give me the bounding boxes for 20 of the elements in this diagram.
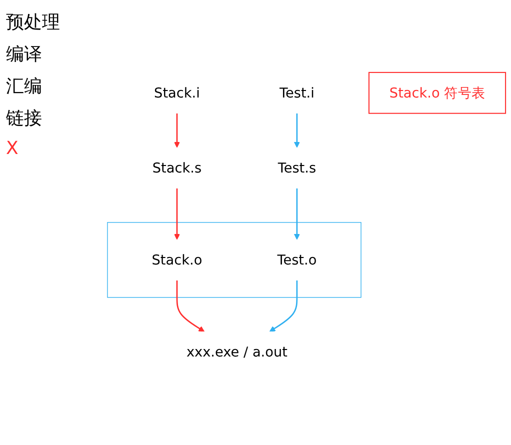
arrow [269,280,298,332]
arrow [176,280,205,332]
node-text: Test.s [278,160,316,176]
node-text: Test.i [279,84,314,102]
cluster [107,222,362,298]
stage-label: 预处理 [6,11,61,34]
node-text: Stack.s [152,160,202,176]
arrow [294,188,300,240]
node-text: xxx.exe / a.out [186,344,288,360]
stage-label: 链接 [6,107,43,130]
stage-label: 编译 [6,43,43,66]
node-box: Stack.o 符号表 [368,72,506,114]
node-text: Test.o [277,252,317,268]
stage-label: 汇编 [6,75,43,98]
node-text: Stack.i [154,84,200,102]
arrow [294,113,300,148]
node-text: Stack.o [152,252,202,268]
arrow [174,188,180,240]
arrow [174,113,180,148]
cross-mark: X [6,138,20,159]
